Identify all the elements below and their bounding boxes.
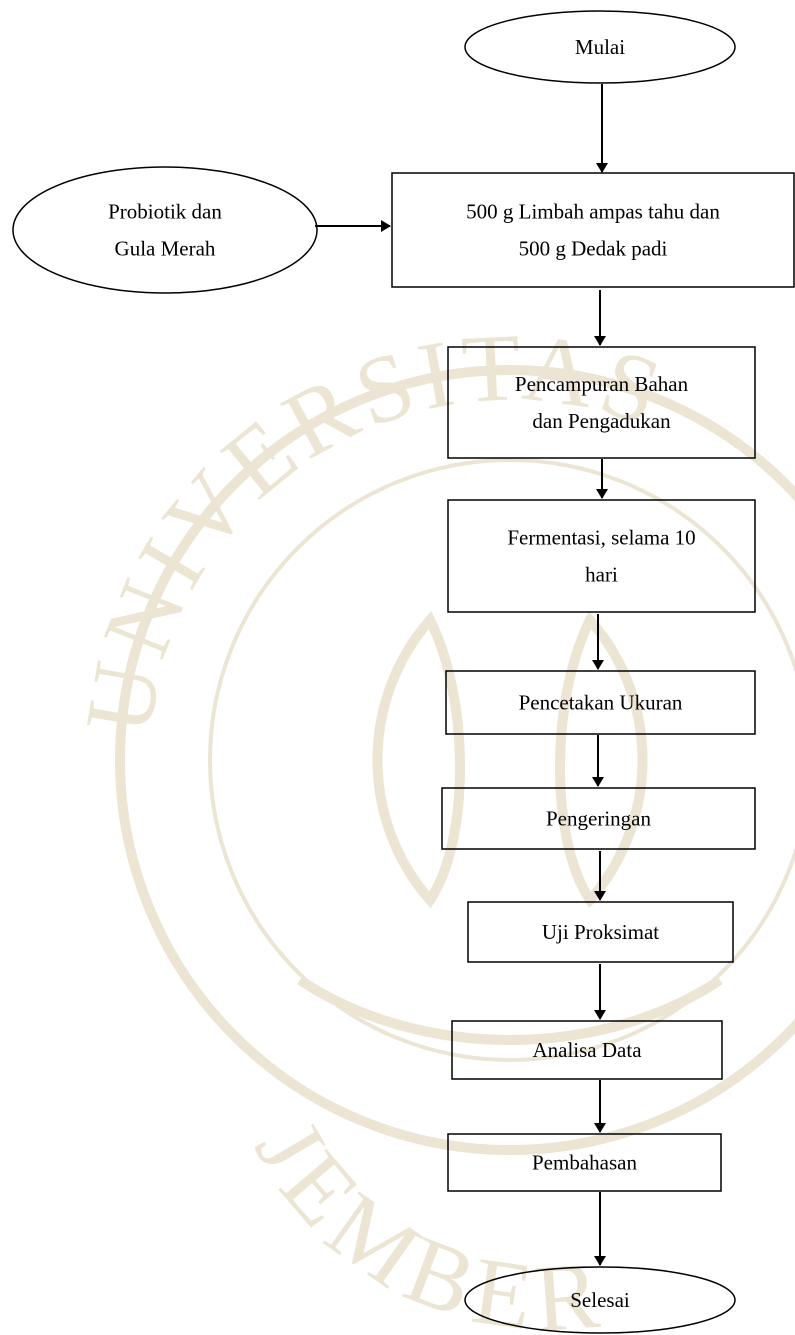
node-fermentasi: Fermentasi, selama 10 hari	[447, 499, 756, 613]
node-label-line: Probiotik dan	[108, 200, 222, 224]
node-pencampuran: Pencampuran Bahan dan Pengadukan	[447, 346, 756, 459]
process-box	[445, 670, 756, 735]
process-box	[391, 172, 795, 288]
node-label-line: hari	[585, 563, 618, 587]
process-box	[451, 1020, 723, 1080]
terminal-ellipse	[12, 166, 318, 294]
node-label-line: Fermentasi, selama 10	[507, 526, 695, 550]
node-selesai: Selesai	[464, 1266, 736, 1334]
node-pembahasan: Pembahasan	[447, 1133, 722, 1192]
process-box	[467, 901, 734, 963]
terminal-ellipse	[464, 10, 736, 84]
process-box	[447, 346, 756, 459]
node-analisa: Analisa Data	[451, 1020, 723, 1080]
node-label-line: Gula Merah	[115, 237, 216, 261]
node-label-line: Pencampuran Bahan	[515, 372, 689, 396]
node-label-line: 500 g Limbah ampas tahu dan	[466, 200, 720, 224]
watermark-emblem	[115, 365, 795, 1155]
node-label-line: Pencetakan Ukuran	[519, 691, 683, 715]
process-box	[447, 499, 756, 613]
node-label-line: Pembahasan	[532, 1151, 637, 1175]
node-label-line: Selesai	[570, 1288, 630, 1312]
node-label-line: Pengeringan	[546, 807, 651, 831]
node-label-line: 500 g Dedak padi	[519, 237, 668, 261]
node-pengeringan: Pengeringan	[441, 787, 756, 850]
node-mulai: Mulai	[464, 10, 736, 84]
process-box	[441, 787, 756, 850]
node-label-line: Mulai	[575, 35, 625, 59]
process-box	[447, 1133, 722, 1192]
node-uji: Uji Proksimat	[467, 901, 734, 963]
node-label-line: dan Pengadukan	[532, 409, 671, 433]
node-pencetakan: Pencetakan Ukuran	[445, 670, 756, 735]
node-label-line: Analisa Data	[532, 1038, 642, 1062]
node-bahan: 500 g Limbah ampas tahu dan 500 g Dedak p…	[391, 172, 795, 288]
node-label-line: Uji Proksimat	[542, 920, 659, 944]
terminal-ellipse	[464, 1266, 736, 1334]
